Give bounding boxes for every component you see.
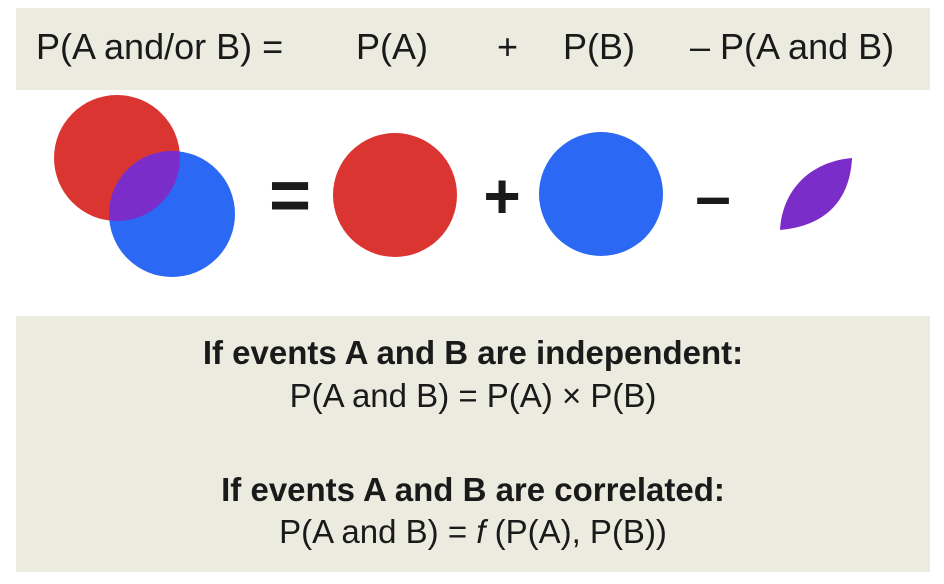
formula-lhs: P(A and/or B) = bbox=[36, 26, 284, 67]
rules-band: If events A and B are independent: P(A a… bbox=[16, 316, 930, 572]
correlated-function-f: f bbox=[476, 513, 486, 550]
formula-term-a: P(A) bbox=[356, 26, 428, 67]
venn-diagram: = + – bbox=[54, 95, 852, 277]
formula-band bbox=[16, 8, 930, 90]
circle-a bbox=[333, 133, 457, 257]
independent-heading: If events A and B are independent: bbox=[202, 334, 744, 371]
correlated-heading: If events A and B are correlated: bbox=[221, 471, 725, 508]
minus-sign: – bbox=[695, 160, 731, 232]
plus-sign: + bbox=[483, 160, 520, 232]
formula-plus: + bbox=[497, 26, 519, 67]
circle-b bbox=[539, 132, 663, 256]
equals-sign: = bbox=[269, 156, 311, 236]
correlated-prefix: P(A and B) = bbox=[279, 513, 477, 550]
venn-row: = + – bbox=[0, 90, 944, 310]
correlated-suffix: (P(A), P(B)) bbox=[485, 513, 667, 550]
intersection-lens bbox=[780, 158, 852, 230]
correlated-formula: P(A and B) = f (P(A), P(B)) bbox=[16, 512, 930, 552]
formula-term-b: P(B) bbox=[563, 26, 635, 67]
independent-formula: P(A and B) = P(A) × P(B) bbox=[289, 377, 657, 414]
formula-minus-term: – P(A and B) bbox=[690, 26, 895, 67]
